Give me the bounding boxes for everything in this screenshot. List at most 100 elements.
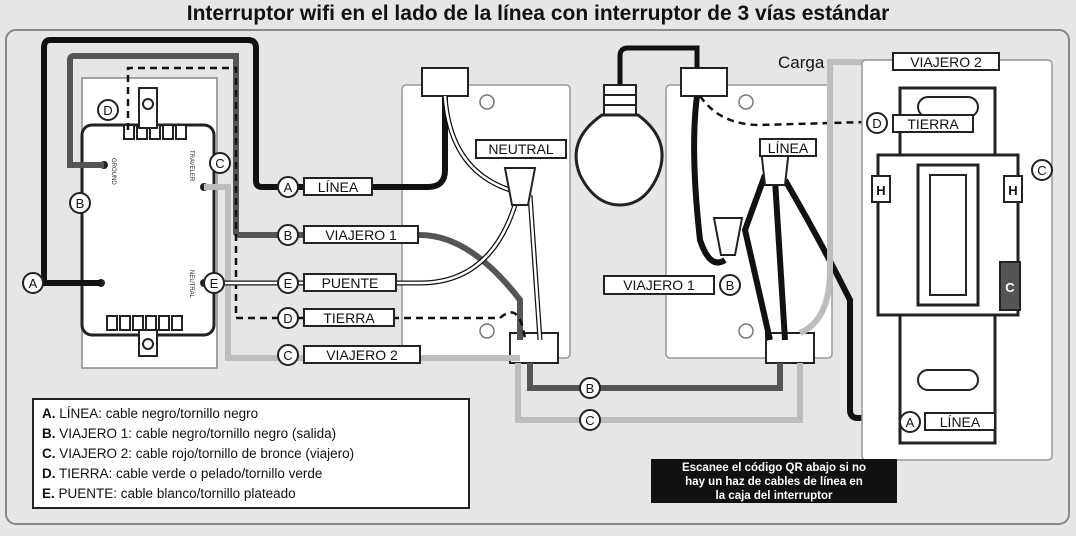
qr-note-line-2: hay un haz de cables de línea en xyxy=(685,476,863,488)
label-tierra-right: D TIERRA xyxy=(866,112,974,134)
wire-d-right xyxy=(698,95,867,127)
legend-text-e: PUENTE: cable blanco/tornillo plateado xyxy=(58,486,296,501)
label-d-tierra: D TIERRA xyxy=(277,307,395,329)
wire-c-bottom xyxy=(515,363,803,423)
three-way-slot-bottom xyxy=(917,369,979,391)
lamp-socket-ribs xyxy=(604,94,636,106)
label-tierra-right-text: TIERRA xyxy=(907,116,959,132)
marker-e-switch: E xyxy=(203,272,225,294)
wifi-switch-fins-bottom xyxy=(106,315,183,331)
marker-e-left: E xyxy=(284,276,293,291)
wire-lamp-black xyxy=(617,45,700,96)
wifi-switch-fins-top xyxy=(123,124,187,140)
marker-b-left: B xyxy=(284,228,293,243)
box-hole-top xyxy=(479,94,495,110)
marker-d-switch: D xyxy=(97,99,119,121)
marker-d-right: D xyxy=(872,116,881,131)
label-linea-box-text: LÍNEA xyxy=(768,140,809,156)
right-box-hole-top xyxy=(738,94,754,110)
wire-e-neutral-inner xyxy=(204,204,517,285)
marker-e-switch-text: E xyxy=(210,276,219,291)
marker-c-bottom: C xyxy=(579,409,601,431)
cable-clamp-bottom-right xyxy=(765,332,815,364)
label-viajero2-text: VIAJERO 2 xyxy=(326,347,398,363)
label-a-linea: A LÍNEA xyxy=(277,176,373,198)
wire-d-ground xyxy=(126,66,527,341)
legend-text-a: LÍNEA: cable negro/tornillo negro xyxy=(59,406,259,421)
label-linea-text: LÍNEA xyxy=(318,179,359,195)
label-linea-right-box: LÍNEA xyxy=(759,138,817,157)
legend-box: A. LÍNEA: cable negro/tornillo negro B. … xyxy=(32,398,470,509)
terminal-common xyxy=(999,261,1021,311)
light-bulb xyxy=(574,113,664,207)
mount-screw-top xyxy=(142,98,154,110)
marker-b-bottom: B xyxy=(579,377,601,399)
label-linea-bottom: A LÍNEA xyxy=(899,411,996,433)
legend-letter-c: C. xyxy=(42,446,56,461)
legend-letter-d: D. xyxy=(42,466,56,481)
wire-neutral-top-inner xyxy=(443,95,511,192)
legend-item-c: C. VIAJERO 2: cable rojo/tornillo de bro… xyxy=(42,444,460,464)
carga-label: Carga xyxy=(778,53,825,72)
middle-junction-box xyxy=(401,84,571,359)
marker-c-switch-text: C xyxy=(215,156,224,171)
legend-letter-e: E. xyxy=(42,486,55,501)
wire-right-black-1 xyxy=(691,95,727,266)
marker-c-switch: C xyxy=(209,152,231,174)
wire-right-black-2 xyxy=(741,173,773,341)
label-linea-bottom-text: LÍNEA xyxy=(940,414,981,430)
legend-letter-b: B. xyxy=(42,426,56,441)
label-c-viajero2: C VIAJERO 2 xyxy=(277,344,421,366)
label-viajero1-text: VIAJERO 1 xyxy=(325,227,397,243)
legend-item-d: D. TIERRA: cable verde o pelado/tornillo… xyxy=(42,464,460,484)
legend-item-b: B. VIAJERO 1: cable negro/tornillo negro… xyxy=(42,424,460,444)
label-e-puente: E PUENTE xyxy=(277,272,397,294)
legend-item-e: E. PUENTE: cable blanco/tornillo platead… xyxy=(42,484,460,504)
marker-b-right: B xyxy=(726,278,735,293)
h-label-right: H xyxy=(1008,183,1017,198)
marker-b-bottom-text: B xyxy=(586,381,595,396)
marker-a-bottom: A xyxy=(906,415,915,430)
wire-right-black-3 xyxy=(772,179,788,341)
label-b-viajero1: B VIAJERO 1 xyxy=(277,224,419,246)
c-terminal-label: C xyxy=(1005,280,1015,295)
wire-nut-traveler xyxy=(712,217,744,256)
label-neutral-text: NEUTRAL xyxy=(488,141,554,157)
wire-b-bottom xyxy=(527,363,783,391)
qr-note-line-1: Escanee el código QR abajo si no xyxy=(681,462,867,474)
qr-note: Escanee el código QR abajo si no hay un … xyxy=(651,459,897,503)
terminal-h-right xyxy=(1003,175,1023,203)
legend-text-d: TIERRA: cable verde o pelado/tornillo ve… xyxy=(59,466,323,481)
h-label-left: H xyxy=(876,183,885,198)
label-viajero2-top-text: VIAJERO 2 xyxy=(910,54,982,70)
terminal-h-left xyxy=(871,175,891,203)
legend-text-c: VIAJERO 2: cable rojo/tornillo de bronce… xyxy=(59,446,355,461)
marker-c-bottom-text: C xyxy=(585,413,594,428)
marker-b-switch-text: B xyxy=(76,196,85,211)
right-box-hole-bottom xyxy=(738,323,754,339)
marker-c-right: C xyxy=(1031,159,1053,181)
terminal-label-traveler: TRAVELER xyxy=(188,150,194,182)
label-puente-text: PUENTE xyxy=(322,275,379,291)
label-viajero1-right: VIAJERO 1 B xyxy=(603,274,741,296)
label-viajero2-top: VIAJERO 2 xyxy=(892,52,1000,71)
three-way-switch-paddle xyxy=(929,174,967,296)
marker-a-switch: A xyxy=(22,272,44,294)
label-viajero1-right-text: VIAJERO 1 xyxy=(623,277,695,293)
legend-letter-a: A. xyxy=(42,406,56,421)
box-hole-bottom xyxy=(479,323,495,339)
terminal-label-ground: GROUND xyxy=(110,158,116,185)
wire-neutral-down-inner xyxy=(528,194,542,341)
cable-clamp-top-right xyxy=(680,67,728,97)
marker-c-right-text: C xyxy=(1037,163,1046,178)
legend-item-a: A. LÍNEA: cable negro/tornillo negro xyxy=(42,404,460,424)
marker-b-switch: B xyxy=(69,192,91,214)
wire-nut-neutral xyxy=(503,167,537,206)
marker-c-left: C xyxy=(283,348,292,363)
qr-note-line-3: la caja del interruptor xyxy=(715,490,833,502)
marker-a-left: A xyxy=(284,180,293,195)
diagram-title: Interruptor wifi en el lado de la línea … xyxy=(186,2,890,25)
marker-d-left: D xyxy=(283,311,292,326)
lamp-socket xyxy=(603,84,637,116)
legend-text-b: VIAJERO 1: cable negro/tornillo negro (s… xyxy=(59,426,337,441)
